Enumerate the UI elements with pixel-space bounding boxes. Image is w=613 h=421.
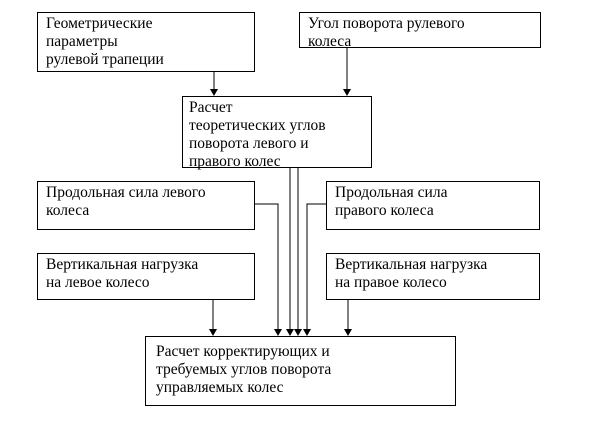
- arrowhead-icon: [343, 89, 351, 96]
- geometry-params-box: Геометрические параметры рулевой трапеци…: [37, 12, 255, 72]
- arrowhead-icon: [344, 329, 352, 336]
- arrowhead-icon: [210, 89, 218, 96]
- theoretical-angles-box: Расчет теоретических углов поворота лево…: [182, 96, 372, 170]
- corrective-angles-box: Расчет корректирующих и требуемых углов …: [145, 336, 456, 406]
- left-vertical-load-box: Вертикальная нагрузка на левое колесо: [37, 253, 255, 300]
- right-longitudinal-force-box: Продольная сила правого колеса: [326, 181, 540, 230]
- arrowhead-icon: [286, 329, 294, 336]
- arrowhead-icon: [303, 329, 311, 336]
- right-vertical-load-box: Вертикальная нагрузка на правое колесо: [326, 253, 540, 300]
- arrowhead-icon: [209, 329, 217, 336]
- steering-wheel-angle-box: Угол поворота рулевого колеса: [299, 12, 541, 50]
- left-longitudinal-force-box: Продольная сила левого колеса: [37, 181, 255, 230]
- arrow-left-force-to-corrective: [255, 203, 279, 330]
- arrow-right-force-to-corrective: [306, 203, 326, 330]
- arrowhead-icon: [274, 329, 282, 336]
- arrowhead-icon: [294, 329, 302, 336]
